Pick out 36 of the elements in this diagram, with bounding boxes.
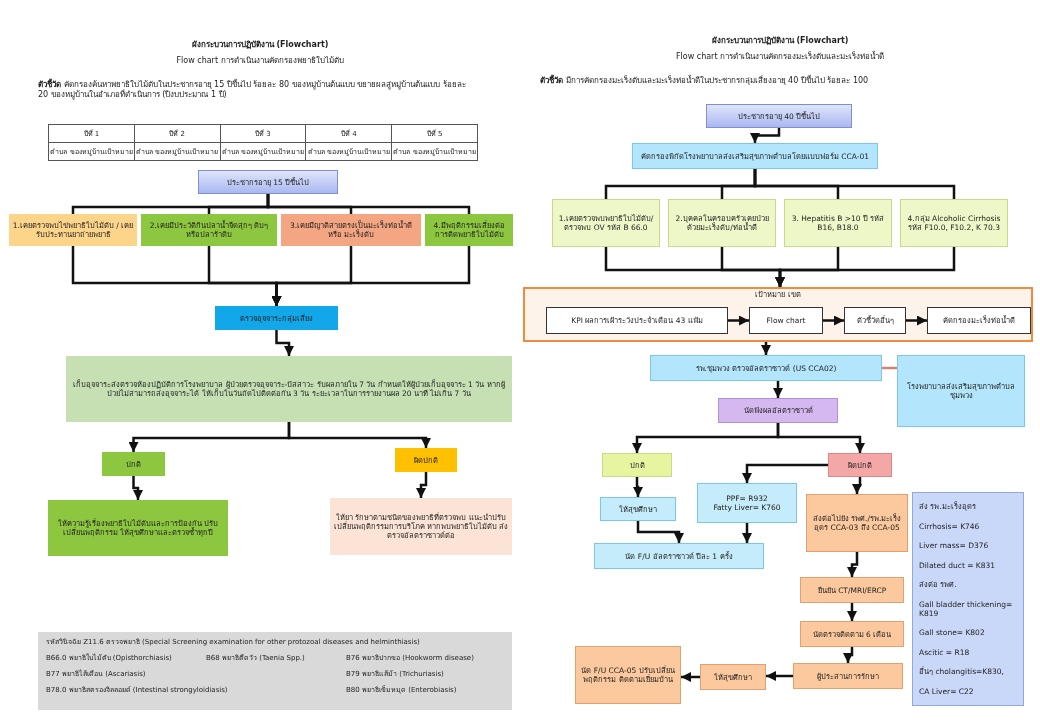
arrow <box>681 672 700 682</box>
connector-line <box>753 169 956 199</box>
arrow <box>132 476 143 500</box>
arrow <box>847 552 859 577</box>
code-table-box <box>38 632 512 710</box>
arrow <box>766 671 793 681</box>
indicator-text: ตัวชี้วัด คัดกรองค้นหาพยาธิใบไม้ตับในประชากรอายุ 15 ปีขึ้นไป ร้อยละ 80 ของหมู่บ้านต้นแบบ ขยายผลสู่หมู่บ้านต้นแบบ ร้อยละ 20 ของหมู่บ้านในอำเภอที่ดำเนินการ (ปีงบประมาณ 1 ปี) <box>38 80 467 100</box>
arrow <box>775 247 956 287</box>
heading-text: Flow chart การดำเนินงานคัดกรองพยาธิใบไม้ตับ <box>175 56 345 66</box>
arrow <box>761 342 771 355</box>
target-band <box>523 287 1033 342</box>
arrow <box>823 315 844 326</box>
arrow <box>773 381 783 398</box>
arrow <box>906 315 927 326</box>
connector-line <box>266 194 471 214</box>
code-box <box>697 483 797 523</box>
arrow <box>742 463 828 483</box>
arrow <box>742 523 752 543</box>
code-list-box <box>912 492 1024 706</box>
arrow <box>633 477 643 497</box>
arrow <box>287 422 431 448</box>
arrow <box>852 477 862 494</box>
arrow <box>271 246 471 306</box>
arrow <box>843 647 854 663</box>
arrow <box>750 128 781 143</box>
indicator-text: ตัวชี้วัด มีการคัดกรองมะเร็งตับและมะเร็งท่อน้ำดีในประชากรกลุ่มเสี่ยงอายุ 40 ปีขึ้นไป ร้อยละ 100 <box>540 76 870 86</box>
arrow <box>636 521 684 543</box>
arrow <box>275 330 294 356</box>
heading-text: Flow chart การดำเนินงานคัดกรองมะเร็งตับและมะเร็งท่อน้ำดี <box>674 52 886 62</box>
heading-text: ผังกระบวนการปฏิบัติงาน (Flowchart) <box>190 40 330 50</box>
arrow <box>847 603 857 621</box>
arrow <box>776 423 865 453</box>
arrow <box>728 315 749 326</box>
heading-text: ผังกระบวนการปฏิบัติงาน (Flowchart) <box>710 36 850 46</box>
arrow <box>416 472 428 498</box>
connector-line <box>882 366 897 370</box>
